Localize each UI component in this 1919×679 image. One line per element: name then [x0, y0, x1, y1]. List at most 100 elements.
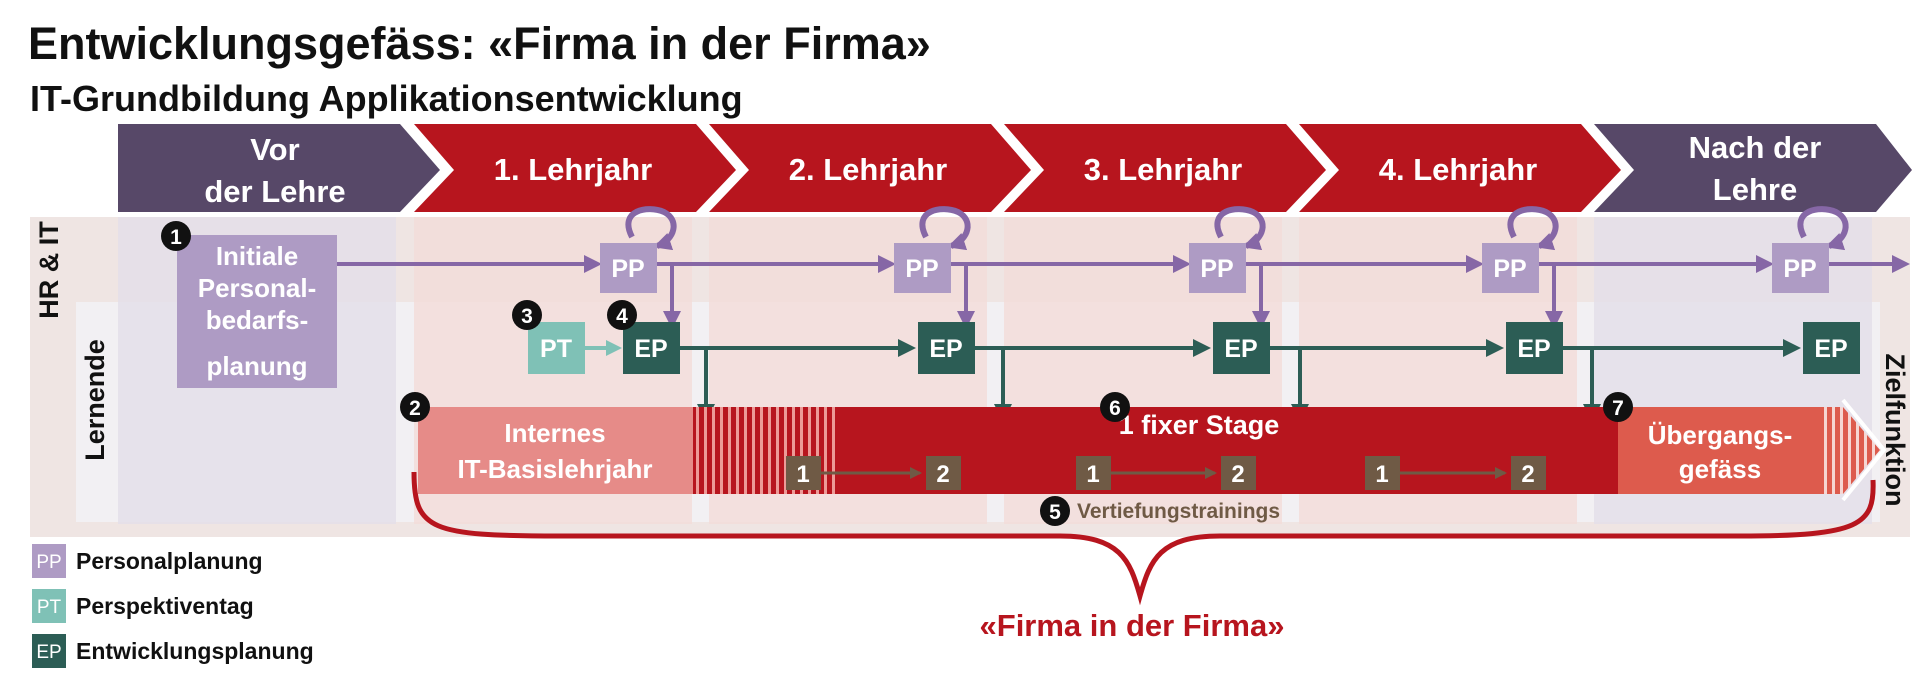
- pp-box-label: PP: [1783, 255, 1816, 283]
- legend-text-ep: Entwicklungsplanung: [76, 638, 314, 664]
- pp-box-label: PP: [905, 255, 938, 283]
- page-subtitle: IT-Grundbildung Applikationsentwicklung: [30, 78, 743, 119]
- training-box: [926, 456, 961, 490]
- firma-brace: [411, 471, 1876, 606]
- pp-box: [1772, 243, 1829, 293]
- initial-line3: bedarfs-: [206, 305, 309, 335]
- initial-line4: planung: [206, 351, 307, 381]
- marker-6-number: 6: [1109, 397, 1121, 420]
- basis-line2: IT-Basislehrjahr: [457, 454, 652, 484]
- row-label-zielfunktion: Zielfunktion: [1880, 354, 1910, 507]
- ep-box-label: EP: [1224, 335, 1257, 363]
- marker-5-number: 5: [1049, 501, 1061, 524]
- training-number: 1: [796, 461, 809, 488]
- marker-7: [1603, 392, 1633, 422]
- marker-7-number: 7: [1612, 397, 1624, 420]
- ep-box-label: EP: [634, 335, 667, 363]
- training-box: [1076, 456, 1111, 490]
- pp-loop: [1507, 206, 1559, 251]
- marker-4: [607, 300, 637, 330]
- marker-4-number: 4: [616, 305, 628, 328]
- pt-box-label: PT: [540, 335, 572, 363]
- pp-loop: [1797, 206, 1849, 251]
- firma-label: «Firma in der Firma»: [980, 608, 1285, 643]
- training-number: 2: [1521, 461, 1534, 488]
- pp-box: [1482, 243, 1539, 293]
- pp-box-label: PP: [1200, 255, 1233, 283]
- legend-abbr-pt: PT: [37, 597, 62, 618]
- marker-2-number: 2: [409, 397, 421, 420]
- marker-6: [1100, 392, 1130, 422]
- legend-swatch-pt: [32, 589, 66, 623]
- pp-box: [894, 243, 951, 293]
- training-box: [1221, 456, 1256, 490]
- pp-loop: [625, 206, 677, 251]
- phase-vor-line1: Vor: [250, 132, 299, 167]
- training-number: 2: [936, 461, 949, 488]
- zielfunktion-arrow-outline: [1841, 398, 1887, 502]
- ep-box: [1213, 322, 1270, 374]
- uebergangsgefaess-arrowhead: [1823, 407, 1880, 494]
- initial-planning-box: [177, 235, 337, 388]
- ep-box: [918, 322, 975, 374]
- phase-chevron-lj1: [414, 124, 736, 212]
- initial-line2: Personal-: [198, 273, 317, 303]
- phase-chevron-vor: [118, 124, 440, 212]
- basislehrjahr-block: [418, 407, 693, 494]
- ep-box: [623, 322, 680, 374]
- uebergangsgefaess-block: [1618, 407, 1823, 494]
- ep-box-label: EP: [1517, 335, 1550, 363]
- phase-lj1-label: 1. Lehrjahr: [494, 152, 653, 187]
- vertiefung-label: Vertiefungstrainings: [1077, 500, 1280, 523]
- phase-nach-line1: Nach der: [1689, 130, 1822, 165]
- initial-line1: Initiale: [216, 241, 298, 271]
- legend-text-pp: Personalplanung: [76, 548, 263, 574]
- training-number: 1: [1086, 461, 1099, 488]
- page-title: Entwicklungsgefäss: «Firma in der Firma»: [28, 18, 931, 69]
- legend-text-pt: Perspektiventag: [76, 593, 254, 619]
- pt-box: [528, 322, 585, 374]
- marker-1-number: 1: [170, 226, 182, 249]
- pp-loop: [919, 206, 971, 251]
- basis-line1: Internes: [504, 418, 605, 448]
- phase-nach-line2: Lehre: [1713, 172, 1797, 207]
- legend-swatch-ep: [32, 634, 66, 668]
- marker-3-number: 3: [521, 305, 533, 328]
- row-label-lernende: Lernende: [80, 339, 110, 461]
- training-number: 1: [1375, 461, 1388, 488]
- legend-abbr-pp: PP: [36, 552, 61, 573]
- uebergang-line1: Übergangs-: [1648, 420, 1792, 450]
- training-box: [1511, 456, 1546, 490]
- phase-lj3-label: 3. Lehrjahr: [1084, 152, 1243, 187]
- pp-box-label: PP: [1493, 255, 1526, 283]
- marker-2: [400, 392, 430, 422]
- marker-5: [1040, 496, 1070, 526]
- stage-label: 1 fixer Stage: [1119, 410, 1280, 440]
- legend-abbr-ep: EP: [36, 642, 61, 663]
- phase-chevron-lj4: [1299, 124, 1621, 212]
- phase-chevron-lj3: [1004, 124, 1326, 212]
- training-number: 2: [1231, 461, 1244, 488]
- ep-box-label: EP: [1814, 335, 1847, 363]
- phase-lj2-label: 2. Lehrjahr: [789, 152, 948, 187]
- pp-box: [1189, 243, 1246, 293]
- phase-vor-line2: der Lehre: [204, 174, 345, 209]
- marker-3: [512, 300, 542, 330]
- phase-chevron-nach: [1594, 124, 1912, 212]
- row-label-hr-it: HR & IT: [34, 221, 64, 319]
- uebergang-line2: gefäss: [1679, 454, 1761, 484]
- phase-lj4-label: 4. Lehrjahr: [1379, 152, 1538, 187]
- ep-box: [1506, 322, 1563, 374]
- training-box: [1365, 456, 1400, 490]
- marker-1: [161, 221, 191, 251]
- training-box: [786, 456, 821, 490]
- pp-loop: [1214, 206, 1266, 251]
- pp-box-label: PP: [611, 255, 644, 283]
- pp-box: [600, 243, 657, 293]
- ep-box-label: EP: [929, 335, 962, 363]
- ep-box: [1803, 322, 1860, 374]
- legend-swatch-pp: [32, 544, 66, 578]
- phase-chevron-lj2: [709, 124, 1031, 212]
